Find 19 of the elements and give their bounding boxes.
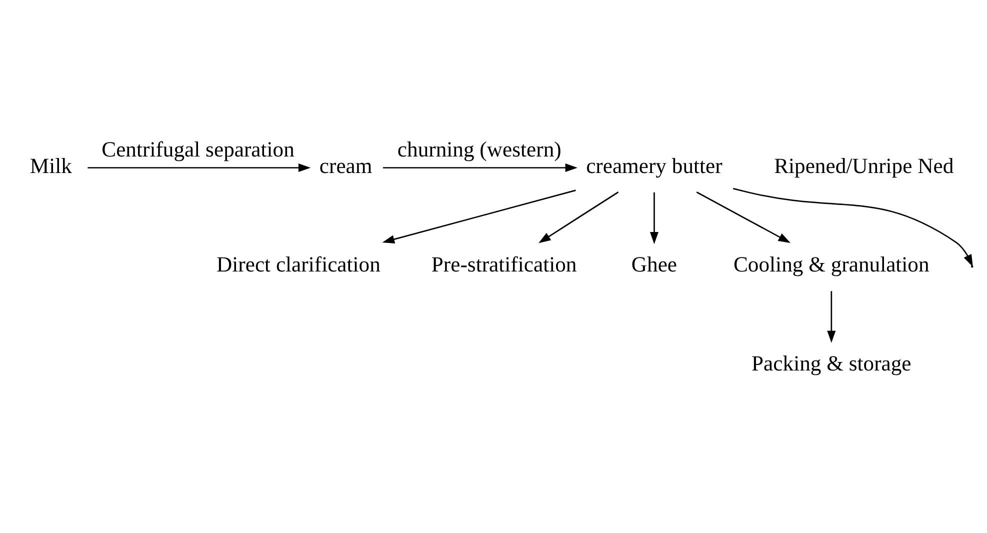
node-text: Pre-stratification	[431, 252, 577, 277]
arrow	[650, 192, 658, 244]
arrow	[538, 192, 619, 244]
node-text: Direct clarification	[216, 252, 380, 277]
arrow	[732, 188, 973, 267]
arrow	[383, 163, 578, 172]
arrow	[382, 190, 576, 244]
edge-label: churning (western)	[397, 138, 562, 162]
arrow	[696, 192, 790, 243]
node-text: Milk	[30, 154, 72, 178]
arrow	[827, 291, 836, 343]
node-text: Packing & storage	[752, 351, 912, 376]
label: Ripened/Unripe Ned	[774, 154, 954, 178]
node-text: creamery butter	[586, 154, 722, 178]
node-text: cream	[319, 154, 372, 178]
arrow	[88, 164, 311, 172]
edge-label: Centrifugal separation	[102, 138, 294, 162]
node-text: Ghee	[631, 252, 678, 277]
node-text: Cooling & granulation	[734, 252, 930, 277]
